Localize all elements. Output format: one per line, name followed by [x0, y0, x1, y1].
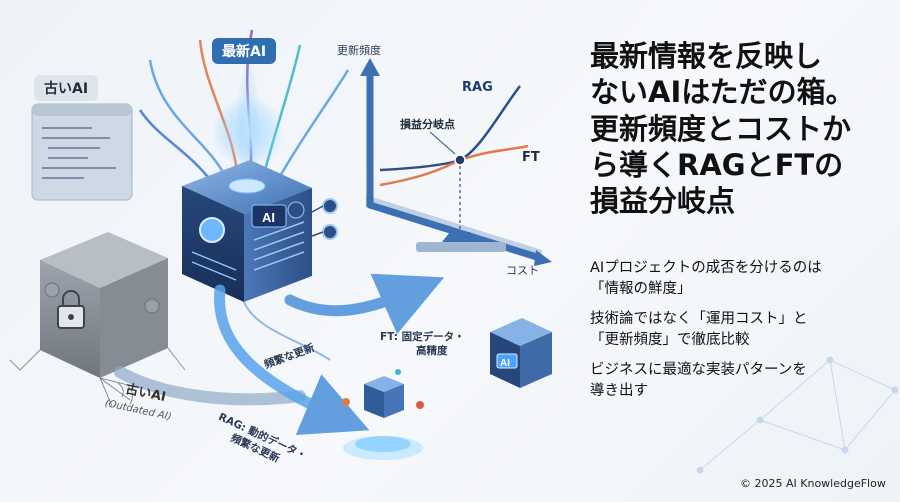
- chart-ft-curve-label: FT: [522, 150, 540, 165]
- chart-y-axis-label: 更新頻度: [337, 44, 381, 57]
- spiderweb-decoration: [99, 377, 141, 407]
- network-decoration: [696, 356, 899, 474]
- chart-breakeven-label: 損益分岐点: [400, 118, 455, 131]
- chart-rag-curve-label: RAG: [462, 80, 493, 95]
- bullet-point: ビジネスに最適な実装パターンを 導き出す: [590, 360, 890, 402]
- chart-x-axis-label: コスト: [506, 264, 539, 277]
- code-window-icon: [31, 103, 133, 201]
- connector-node-icon: [322, 198, 338, 240]
- bullet-line: 「更新頻度」で徹底比較: [590, 332, 750, 349]
- bullet-line: 技術論ではなく「運用コスト」と: [590, 311, 808, 327]
- headline-line: ら導くRAGとFTの: [590, 147, 844, 182]
- copyright-notice: © 2025 AI KnowledgeFlow: [740, 477, 886, 490]
- sparkle-dots: [342, 369, 424, 409]
- rag-glow-platform: [343, 436, 423, 460]
- data-stream-lines: [243, 301, 331, 361]
- bullet-line: AIプロジェクトの成否を分けるのは: [590, 260, 822, 276]
- rag-ai-cube: [364, 376, 404, 418]
- ft-arrow-label: FT: 固定データ・ 高精度: [380, 330, 465, 358]
- ft-arrow-label-line: 高精度: [416, 345, 448, 358]
- headline-line: ないAIはただの箱。: [590, 75, 855, 110]
- rag-arrow: [214, 284, 370, 436]
- new-ai-badge: 最新AI: [212, 38, 277, 64]
- bullet-line: 「情報の鮮度」: [590, 281, 692, 298]
- old-ai-badge: 古いAI: [34, 75, 99, 101]
- ft-arrow: [284, 273, 445, 335]
- bullet-point: AIプロジェクトの成否を分けるのは 「情報の鮮度」: [590, 258, 890, 300]
- headline-line: 更新頻度とコストか: [590, 111, 852, 146]
- gear-icon: [44, 282, 160, 314]
- ft-ai-chip-label: AI: [500, 358, 510, 369]
- connector-lines: [311, 205, 324, 237]
- headline-line: 最新情報を反映し: [590, 39, 823, 73]
- old-ai-path-arrow: [114, 366, 306, 406]
- headline: 最新情報を反映し ないAIはただの箱。 更新頻度とコストか ら導くRAGとFTの…: [590, 38, 890, 219]
- headline-line: 損益分岐点: [590, 184, 736, 218]
- ft-arrow-label-line: FT: 固定データ・: [380, 331, 465, 343]
- breakeven-chart: [360, 58, 552, 266]
- new-ai-cube: [182, 160, 312, 302]
- bullet-line: ビジネスに最適な実装パターンを: [590, 362, 807, 378]
- bullet-line: 導き出す: [590, 383, 648, 400]
- bullet-point: 技術論ではなく「運用コスト」と 「更新頻度」で徹底比較: [590, 309, 890, 351]
- lock-icon: [57, 290, 85, 329]
- light-beam: [236, 60, 260, 180]
- ft-ai-cube: [490, 318, 552, 388]
- new-ai-chip-label: AI: [262, 210, 275, 225]
